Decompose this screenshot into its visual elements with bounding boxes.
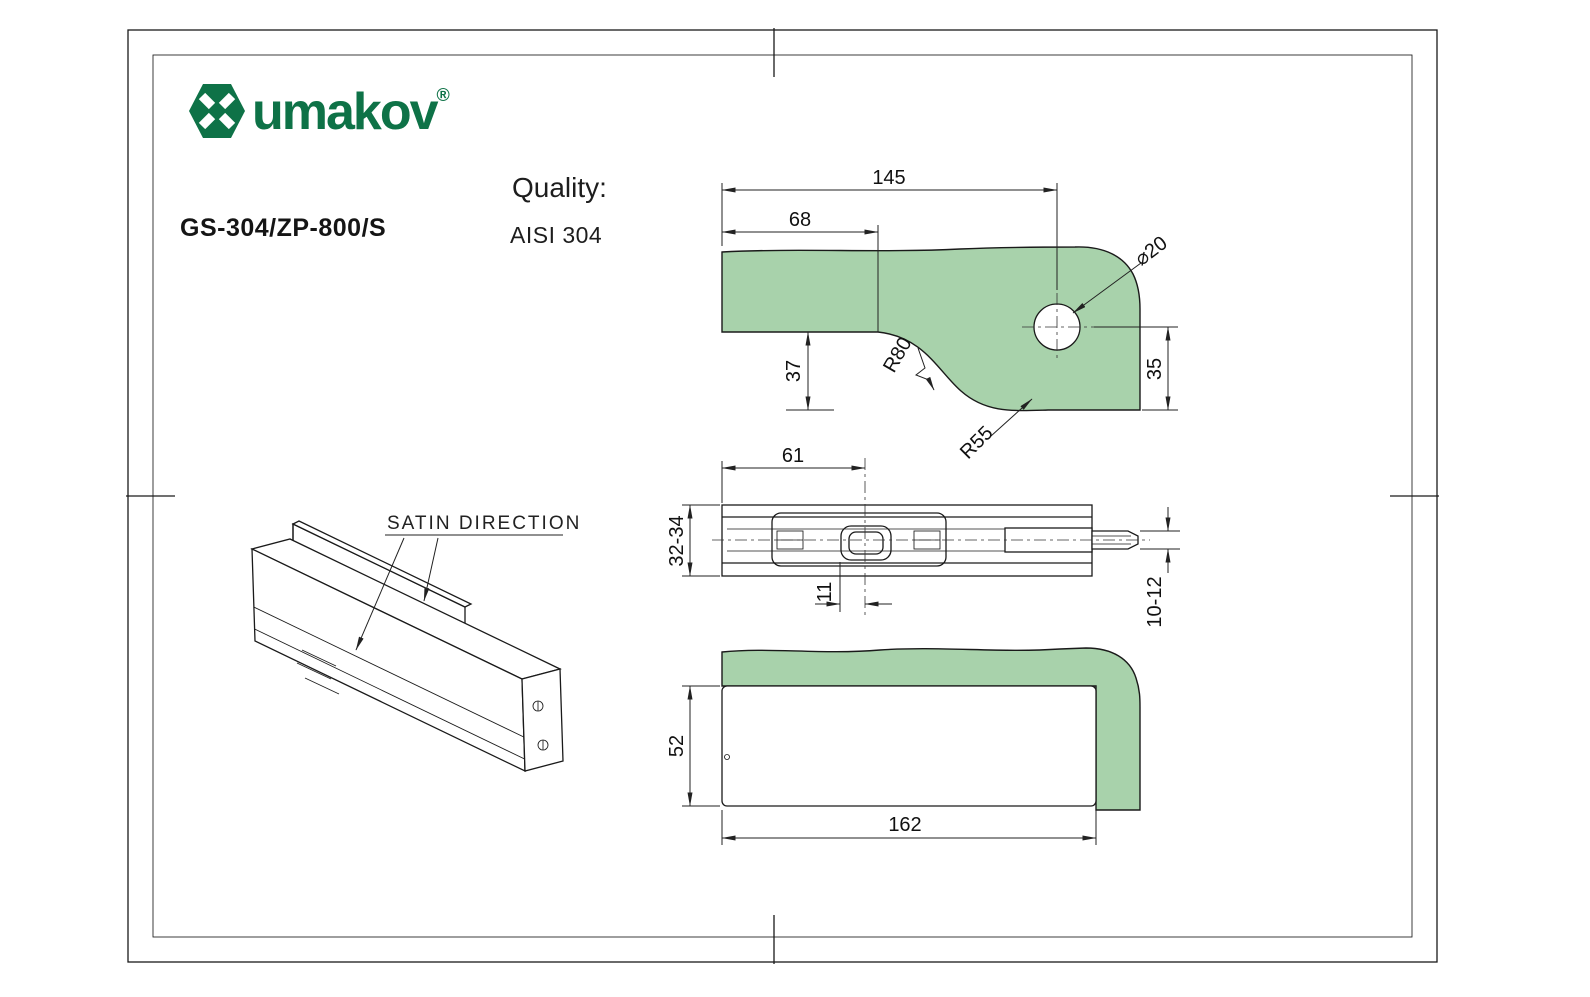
- dim-68-group: 68: [721, 209, 879, 332]
- dim-35-group: 35: [1094, 326, 1178, 411]
- pin-housing: [1004, 527, 1093, 553]
- dim-52: 52: [666, 735, 688, 757]
- glass-panel-front: [721, 647, 1141, 811]
- product-code: GS-304/ZP-800/S: [180, 214, 387, 242]
- brand-wordmark: umakov®: [252, 86, 450, 138]
- dim-61: 61: [782, 445, 804, 467]
- satin-label-group: SATIN DIRECTION: [355, 513, 581, 651]
- front-view: 52 162: [666, 647, 1141, 845]
- iso-glass-top-edge: [291, 520, 473, 608]
- dim-61-group: 61: [721, 445, 866, 503]
- dim-52-group: 52: [666, 685, 720, 807]
- dim-162: 162: [888, 814, 921, 836]
- side-view: 61 32-34 11 10-12: [666, 445, 1180, 628]
- quality-label: Quality:: [512, 172, 607, 203]
- iso-plate-end-face: [521, 668, 564, 772]
- dim-32-34-group: 32-34: [666, 504, 720, 577]
- fitting-plate-front: [721, 685, 1097, 807]
- umakov-logo-icon: [189, 84, 245, 138]
- brand-name: umakov: [252, 83, 439, 141]
- clamp-mechanism: [771, 512, 947, 567]
- side-hole-mark: [724, 754, 730, 760]
- satin-direction-label: SATIN DIRECTION: [387, 513, 581, 534]
- dim-11-group: 11: [814, 562, 892, 612]
- dim-d20: ⌀20: [1131, 232, 1172, 270]
- dim-r55-group: R55: [956, 398, 1033, 464]
- dim-162-group: 162: [721, 810, 1097, 845]
- dim-145: 145: [872, 167, 905, 189]
- iso-view: SATIN DIRECTION: [250, 513, 581, 773]
- registered-mark: ®: [436, 85, 450, 105]
- outer-border: [127, 29, 1438, 963]
- glass-panel-plan: [721, 246, 1141, 412]
- dim-10-12-group: 10-12: [1140, 507, 1180, 628]
- dim-10-12: 10-12: [1144, 576, 1166, 627]
- dim-37-group: 37: [783, 331, 834, 411]
- satin-marks: [296, 649, 340, 695]
- quality-value: AISI 304: [510, 222, 603, 248]
- sheet-frame: [126, 28, 1439, 964]
- dim-35: 35: [1144, 358, 1166, 380]
- dim-11: 11: [814, 582, 836, 603]
- dim-32-34: 32-34: [666, 515, 688, 566]
- dim-68: 68: [789, 209, 811, 231]
- dim-145-group: 145: [721, 167, 1058, 290]
- dim-r55: R55: [956, 422, 998, 464]
- dim-37: 37: [783, 360, 805, 382]
- top-view: 145 68 37 35 ⌀20: [721, 167, 1178, 464]
